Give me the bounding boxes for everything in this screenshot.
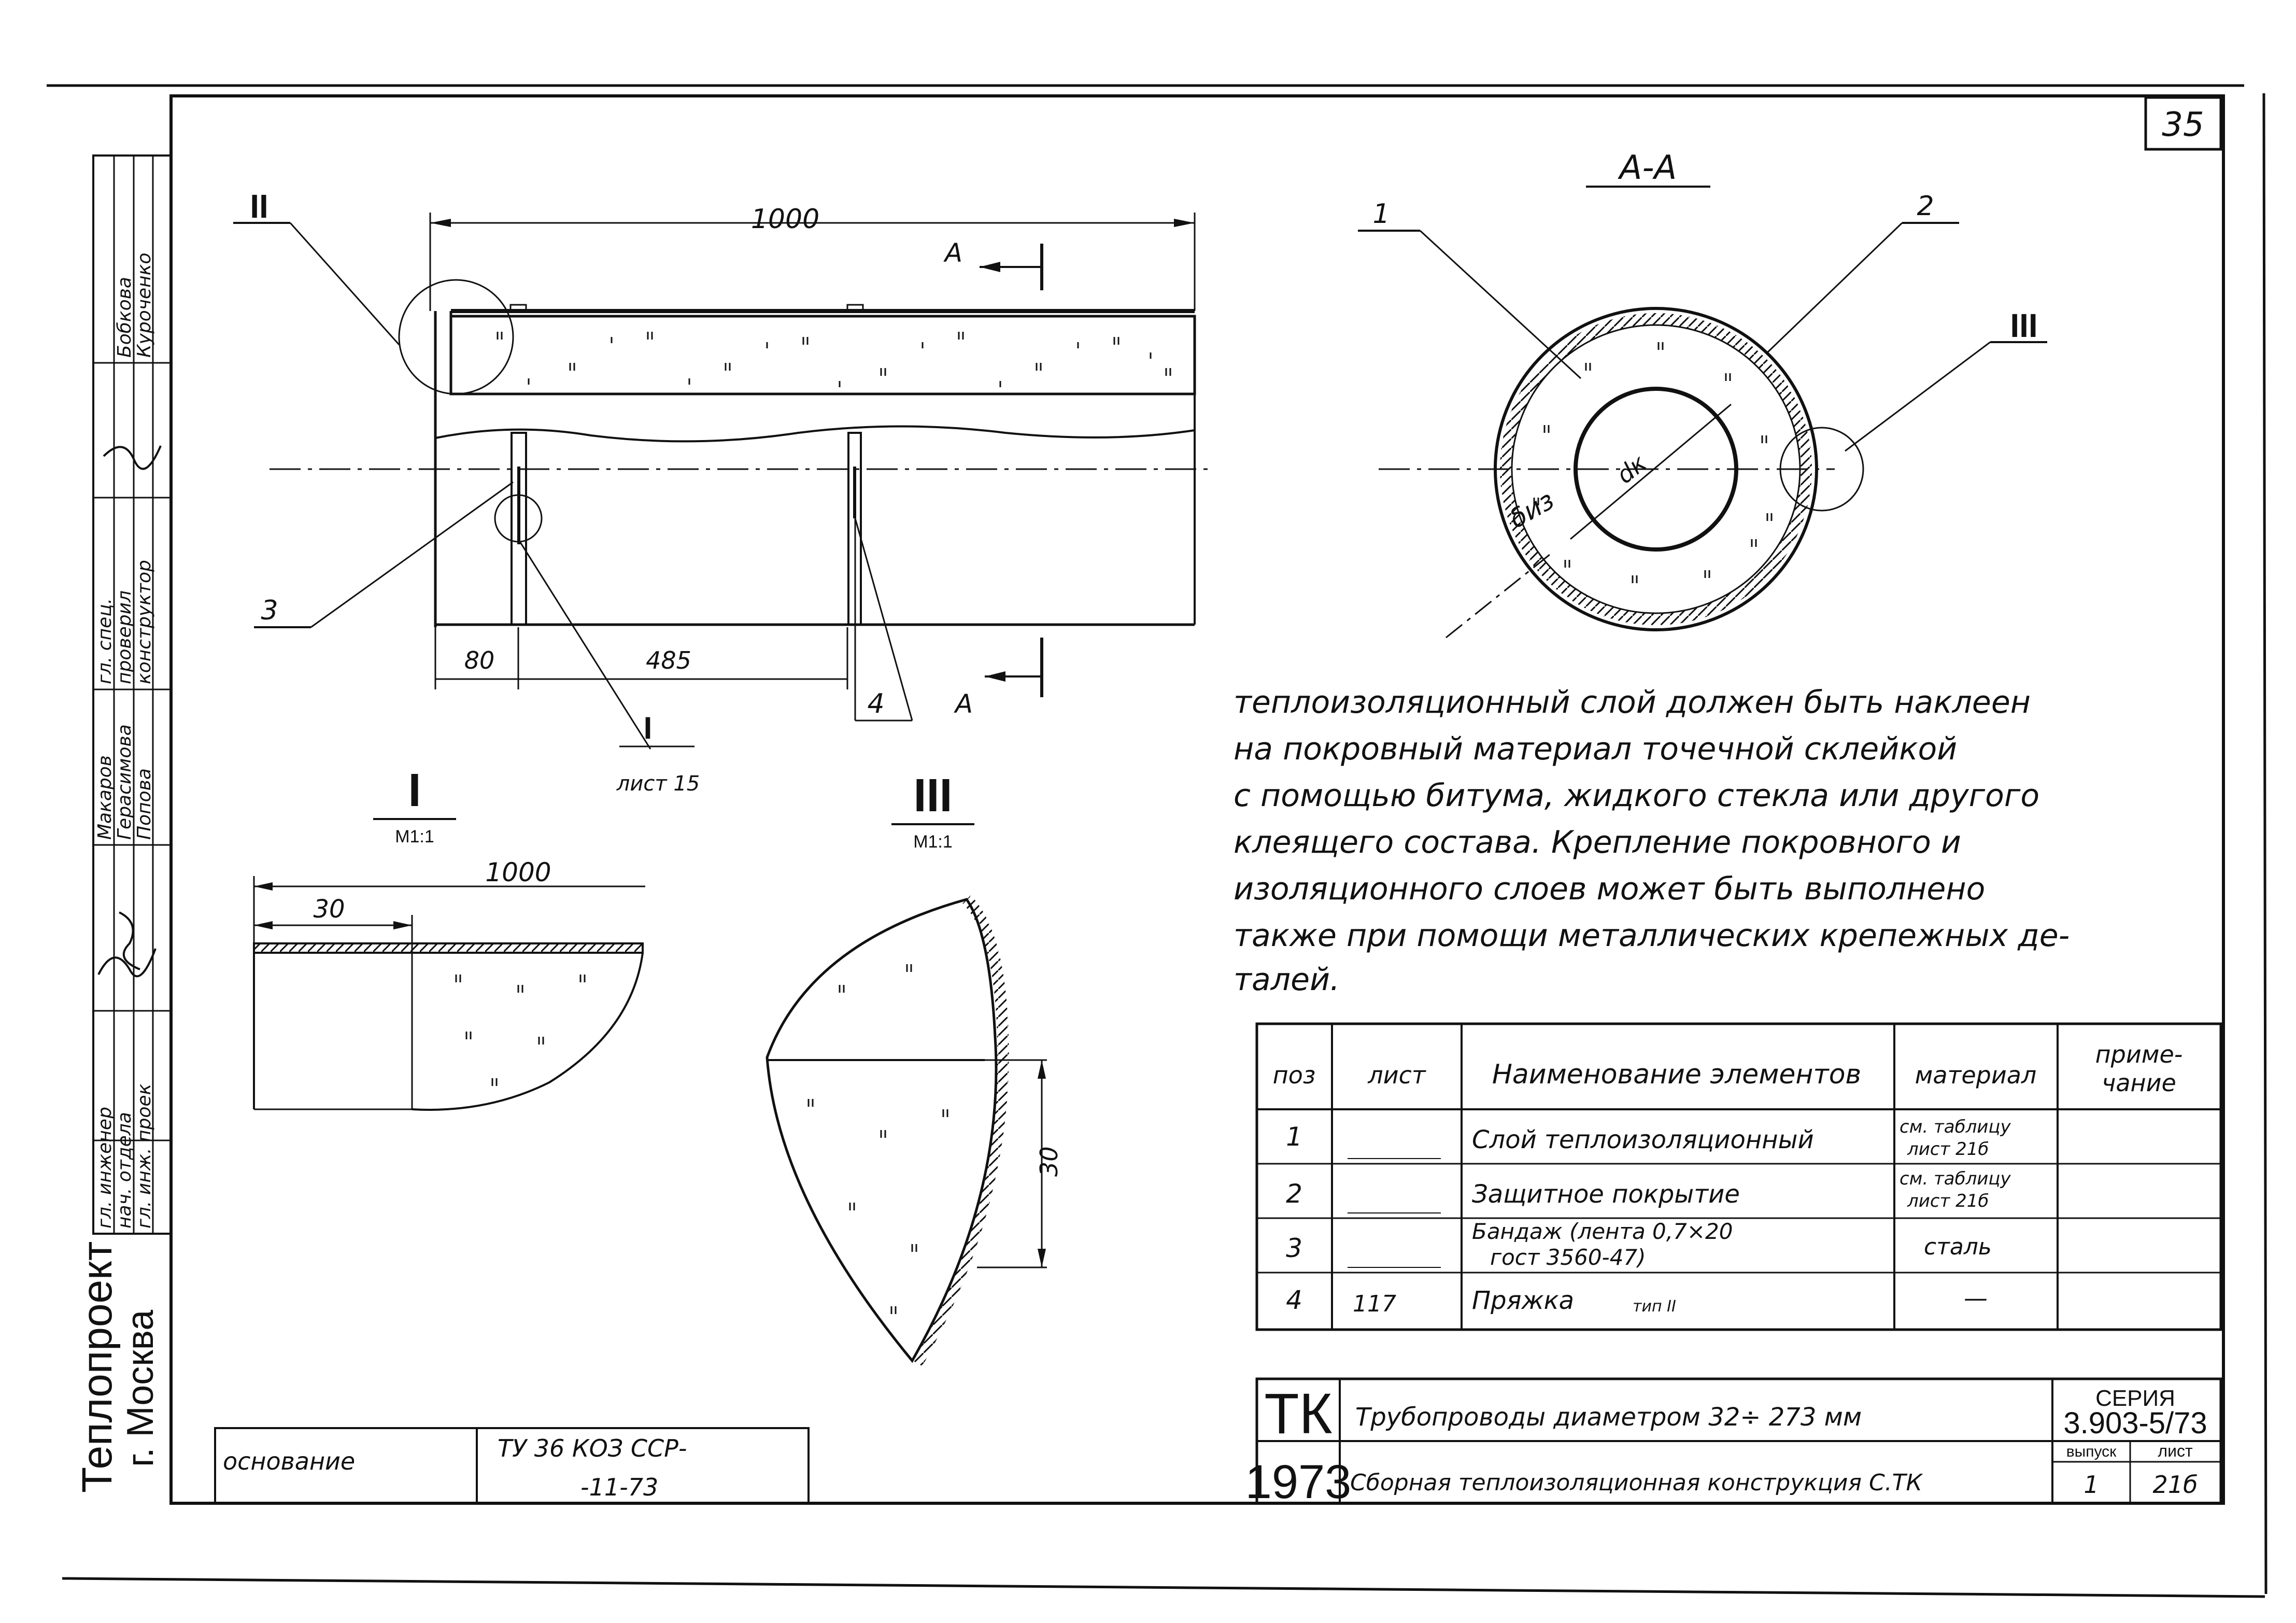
row4-name: Пряжка (1472, 1286, 1574, 1315)
detail-I-length: 1000 (485, 857, 551, 887)
row2-pos: 2 (1286, 1179, 1302, 1209)
basis-value-1: ТУ 36 КОЗ ССР- (498, 1434, 687, 1462)
detail-III-title: III (913, 770, 952, 822)
series-value: 3.903-5/73 (2063, 1406, 2207, 1440)
cut-label-top: А (943, 238, 962, 268)
bottom-margin-line (62, 1577, 2265, 1598)
dim-length-1000: 1000 (751, 204, 819, 235)
row2-name: Защитное покрытие (1472, 1180, 1740, 1209)
org-name-line2: г. Москва (120, 1309, 161, 1467)
issue-label: выпуск (2066, 1443, 2117, 1460)
note-line: изоляционного слоев может быть выполнено (1234, 871, 1985, 907)
side-stamp: гл. инженер нач. отдела гл. инж. проек г… (92, 154, 172, 1235)
row1-name: Слой теплоизоляционный (1472, 1125, 1814, 1154)
signature-scribble (97, 911, 157, 978)
detail-III: III М1:1 30 (766, 770, 1063, 1366)
stamp-name2-1: Бобкова (114, 277, 135, 358)
series-label: СЕРИЯ (2095, 1386, 2175, 1411)
row3-name2: гост 3560-47) (1490, 1245, 1646, 1270)
dim-80: 80 (464, 646, 495, 674)
detail-I-title: I (408, 765, 421, 816)
row4-material: — (1964, 1284, 1988, 1312)
stamp-role2-3: конструктор (134, 560, 155, 684)
pipe-side-view: 1000 II 3 (233, 188, 1208, 796)
year-mark: 1973 (1245, 1456, 1352, 1508)
section-aa: А-А dк δиз 1 2 III (1358, 149, 2047, 639)
note-line: на покровный материал точечной склейкой (1234, 731, 1957, 767)
tk-mark: ТК (1264, 1382, 1332, 1446)
detail-I-scale: М1:1 (395, 827, 434, 846)
basis-box: основание ТУ 36 КОЗ ССР- -11-73 (214, 1427, 810, 1504)
col-header-name: Наименование элементов (1492, 1059, 1861, 1090)
page-number-box (2144, 96, 2222, 151)
row1-mat2: лист 21б (1907, 1139, 1989, 1160)
right-margin-line (2262, 93, 2267, 1594)
basis-value-2: -11-73 (580, 1473, 658, 1501)
col-header-pos: поз (1273, 1061, 1316, 1089)
detail-I-dim: 30 (313, 895, 345, 924)
row1-mat1: см. таблицу (1900, 1117, 2011, 1137)
page-number: 35 (2162, 106, 2204, 144)
stamp-name2-2: Куроченко (134, 253, 155, 358)
note-line: с помощью битума, жидкого стекла или дру… (1234, 778, 2039, 814)
col-header-sheet: лист (1367, 1061, 1426, 1089)
leader-3-label: 3 (261, 595, 278, 626)
leader-1-label: 1 (1372, 199, 1390, 230)
section-title: А-А (1618, 149, 1677, 187)
ref-sheet-15: лист 15 (616, 772, 700, 796)
dim-485: 485 (646, 646, 691, 674)
title-line-2: Сборная теплоизоляционная конструкция С.… (1350, 1470, 1923, 1496)
row3-material: сталь (1924, 1234, 1992, 1260)
title-block: ТК 1973 Трубопроводы диаметром 32÷ 273 м… (1245, 1377, 2222, 1508)
stamp-role2-2: проверил (114, 590, 135, 684)
col-header-note-1: приме- (2095, 1040, 2183, 1068)
leader-I-label: I (644, 711, 653, 745)
basis-label: основание (223, 1447, 355, 1475)
row1-pos: 1 (1286, 1122, 1302, 1152)
note-line: талей. (1234, 962, 1340, 998)
cut-label-bottom: А (954, 689, 973, 719)
spec-table: поз лист Наименование элементов материал… (1255, 1022, 2222, 1331)
note-line: клеящего состава. Крепление покровного и (1234, 824, 1961, 860)
detail-III-dim: 30 (1035, 1146, 1063, 1177)
row4-pos: 4 (1286, 1285, 1302, 1315)
sheet-value: 21б (2153, 1471, 2198, 1499)
signature-scribble (103, 445, 162, 470)
detail-I: I М1:1 1000 30 (253, 765, 645, 1111)
row2-mat1: см. таблицу (1900, 1168, 2011, 1189)
org-name-line1: Теплопроект (74, 1241, 121, 1493)
detail-III-scale: М1:1 (913, 832, 953, 852)
note-line: теплоизоляционный слой должен быть накле… (1234, 684, 2031, 721)
row3-pos: 3 (1286, 1233, 1302, 1263)
note-block: теплоизоляционный слой должен быть накле… (1234, 684, 2070, 998)
row3-name: Бандаж (лента 0,7×20 (1472, 1219, 1733, 1244)
sheet-label: лист (2158, 1442, 2193, 1460)
stamp-role-1: гл. инженер (94, 1107, 116, 1229)
stamp-name-3: Попова (134, 768, 155, 840)
issue-value: 1 (2084, 1471, 2099, 1499)
leader-2-label: 2 (1917, 191, 1934, 222)
row2-mat2: лист 21б (1907, 1191, 1989, 1211)
row4-type: тип II (1633, 1297, 1676, 1316)
leader-III-label: III (2010, 307, 2037, 344)
stamp-name-1: Макаров (94, 755, 116, 840)
stamp-role-3: гл. инж. проек (134, 1083, 155, 1229)
row4-sheet: 117 (1353, 1291, 1396, 1317)
stamp-name-2: Герасимова (114, 724, 135, 840)
stamp-role2-1: гл. спец. (94, 598, 116, 684)
leader-4-label: 4 (867, 688, 884, 719)
leader-II-label: II (250, 188, 268, 225)
stamp-role-2: нач. отдела (114, 1112, 135, 1229)
note-line: также при помощи металлических крепежных… (1234, 918, 2070, 954)
title-line-1: Трубопроводы диаметром 32÷ 273 мм (1355, 1403, 1862, 1432)
col-header-material: материал (1915, 1061, 2037, 1089)
col-header-note-2: чание (2102, 1069, 2176, 1097)
